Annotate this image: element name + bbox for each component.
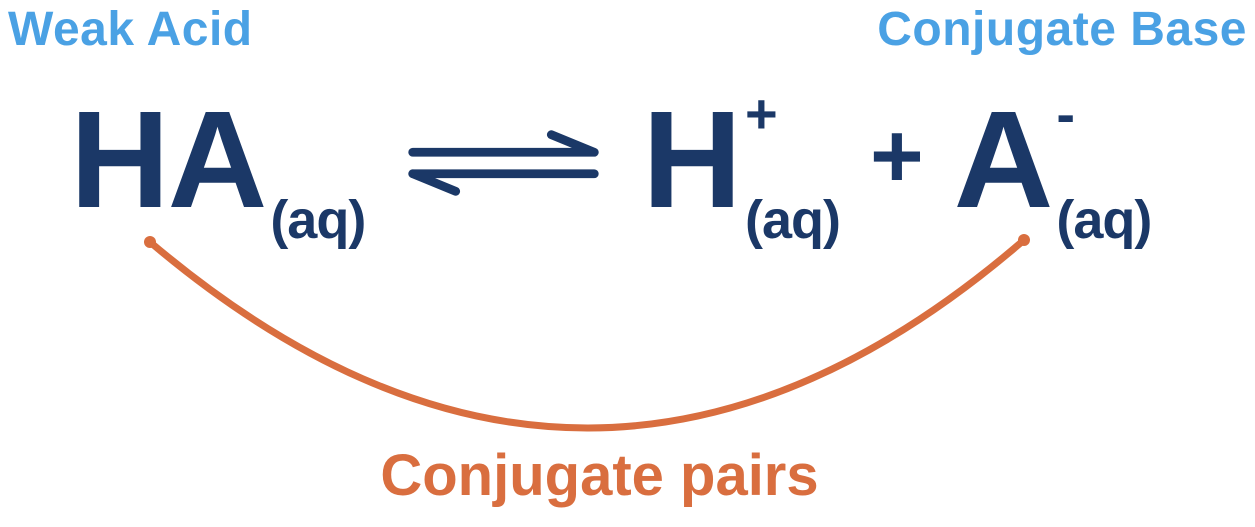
- product-h-plus: H + (aq): [642, 72, 841, 250]
- reactant-formula: HA: [70, 82, 267, 237]
- product-a-minus: A - (aq): [953, 72, 1153, 250]
- reactant-ha: HA (aq): [70, 72, 366, 250]
- equation-row: HA (aq) H + (aq) + A - (aq): [70, 72, 1153, 250]
- product-h-charge-superscript: +: [744, 82, 778, 145]
- plus-sign: +: [869, 104, 924, 207]
- product-a-state-subscript: (aq): [1056, 190, 1152, 250]
- product-h-formula: H: [642, 82, 742, 237]
- conjugate-pairs-label: Conjugate pairs: [380, 443, 819, 508]
- conjugate-base-label: Conjugate Base: [877, 3, 1247, 56]
- weak-acid-label: Weak Acid: [8, 3, 253, 56]
- product-h-state-subscript: (aq): [744, 190, 841, 250]
- equilibrium-arrows-icon: [408, 129, 599, 196]
- reactant-state-subscript: (aq): [270, 190, 366, 250]
- product-a-charge-superscript: -: [1056, 82, 1076, 145]
- reactant-scripts: (aq): [270, 72, 366, 250]
- product-a-scripts: - (aq): [1056, 72, 1152, 250]
- product-a-formula: A: [953, 82, 1054, 237]
- product-h-scripts: + (aq): [744, 72, 841, 250]
